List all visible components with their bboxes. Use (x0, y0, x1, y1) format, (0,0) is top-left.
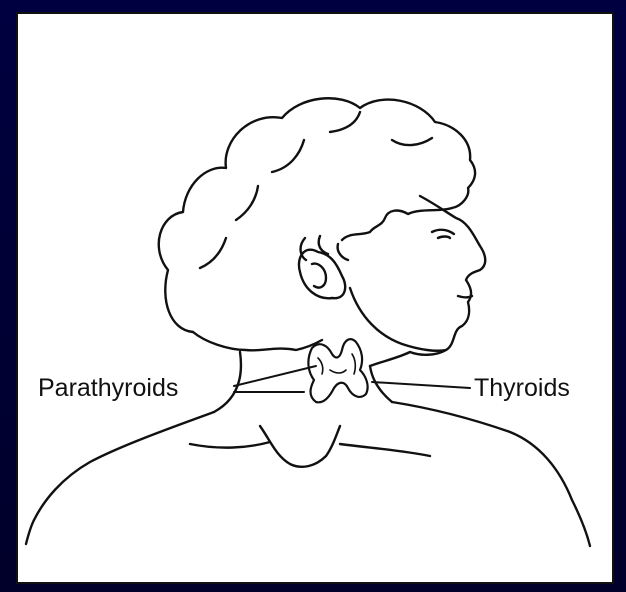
thyroid-gland-icon (308, 339, 367, 402)
parathyroid-leader-upper (234, 366, 316, 386)
left-shoulder (26, 412, 214, 544)
right-shoulder (392, 402, 590, 546)
thyroid-leader (372, 382, 470, 388)
hair-fringe (342, 208, 452, 240)
jaw (350, 288, 446, 351)
ear-outline (299, 250, 345, 299)
sternal-notch (260, 426, 340, 467)
collarbone-right (340, 444, 430, 456)
ear-inner (312, 264, 326, 288)
thyroids-label: Thyroids (474, 376, 570, 401)
collarbone-left (190, 442, 270, 448)
hair-outline (159, 98, 475, 332)
eye (432, 230, 454, 238)
face-profile (370, 196, 485, 366)
parathyroids-label: Parathyroids (38, 376, 178, 401)
neck-back (214, 352, 241, 412)
mouth (458, 296, 472, 298)
hair-back (193, 332, 322, 350)
